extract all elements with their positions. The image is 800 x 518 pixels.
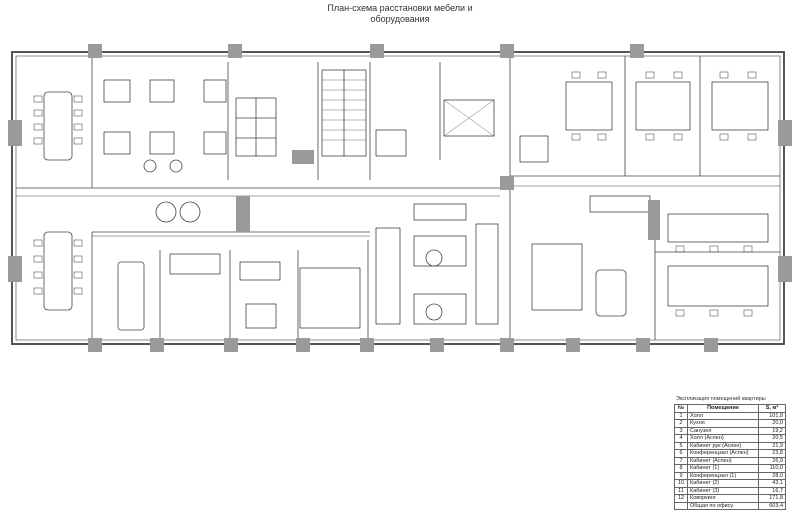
row-num: 10 [674,479,688,488]
table-row: 5 Кабинет рук (Аспен) 21,9 [674,441,786,450]
row-area: 101,8 [758,411,786,420]
plan-title-line-2: оборудования [370,14,430,24]
table-row: 7 Кабинет (Аспен) 26,9 [674,456,786,465]
row-num: 4 [674,434,688,443]
row-num: 5 [674,441,688,450]
total-num [674,501,688,510]
row-name: Холл [687,411,759,420]
plan-title-line-1: План-схема расстановки мебели и [327,3,473,13]
table-row: 4 Холл (Аспен) 20,5 [674,434,786,443]
row-name: Конференцзал (Аспен) [687,449,759,458]
table-row: 1 Холл 101,8 [674,411,786,420]
table-row: 10 Кабинет (2) 43,1 [674,479,786,488]
row-area: 23,8 [758,449,786,458]
table-row: 12 Коворкинг 171,8 [674,494,786,503]
table-row: 6 Конференцзал (Аспен) 23,8 [674,449,786,458]
row-area: 43,1 [758,479,786,488]
column-header-name: Помещение [687,404,759,413]
row-num: 3 [674,426,688,435]
conference-table-top-left [43,91,73,161]
row-num: 8 [674,464,688,473]
table-row: 8 Кабинет (1) 110,0 [674,464,786,473]
row-name: Конференцзал (1) [687,471,759,480]
row-num: 6 [674,449,688,458]
row-name: Коворкинг [687,494,759,503]
row-num: 9 [674,471,688,480]
plan-title: План-схема расстановки мебели и оборудов… [0,3,800,25]
total-area: 603,4 [758,501,786,510]
conference-table-bottom-left [43,231,73,311]
lift-shaft [443,99,495,137]
table-row: 3 Санузел 19,2 [674,426,786,435]
total-name: Общая по офису [687,501,759,510]
row-area: 26,9 [758,456,786,465]
row-area: 28,0 [758,471,786,480]
row-name: Кабинет (1) [687,464,759,473]
row-num: 11 [674,486,688,495]
room-schedule-table: № Помещение S, м² 1 Холл 101,8 2 Кухня 2… [674,404,786,510]
table-row: 2 Кухня 20,0 [674,419,786,428]
row-area: 21,9 [758,441,786,450]
row-name: Кухня [687,419,759,428]
table-header-row: № Помещение S, м² [674,404,786,413]
row-name: Кабинет (2) [687,479,759,488]
row-name: Кабинет (Аспен) [687,456,759,465]
column-header-area: S, м² [758,404,786,413]
row-name: Санузел [687,426,759,435]
row-area: 20,5 [758,434,786,443]
row-num: 12 [674,494,688,503]
row-num: 7 [674,456,688,465]
row-name: Кабинет рук (Аспен) [687,441,759,450]
row-area: 110,0 [758,464,786,473]
column-header-num: № [674,404,688,413]
row-area: 20,0 [758,419,786,428]
outer-wall [11,51,785,345]
table-row: 9 Конференцзал (1) 28,0 [674,471,786,480]
table-total-row: Общая по офису 603,4 [674,501,786,510]
row-num: 2 [674,419,688,428]
legend-caption: Экспликация помещений квартиры [676,396,766,402]
row-name: Кабинет (3) [687,486,759,495]
row-num: 1 [674,411,688,420]
row-name: Холл (Аспен) [687,434,759,443]
row-area: 171,8 [758,494,786,503]
row-area: 16,7 [758,486,786,495]
table-row: 11 Кабинет (3) 16,7 [674,486,786,495]
row-area: 19,2 [758,426,786,435]
